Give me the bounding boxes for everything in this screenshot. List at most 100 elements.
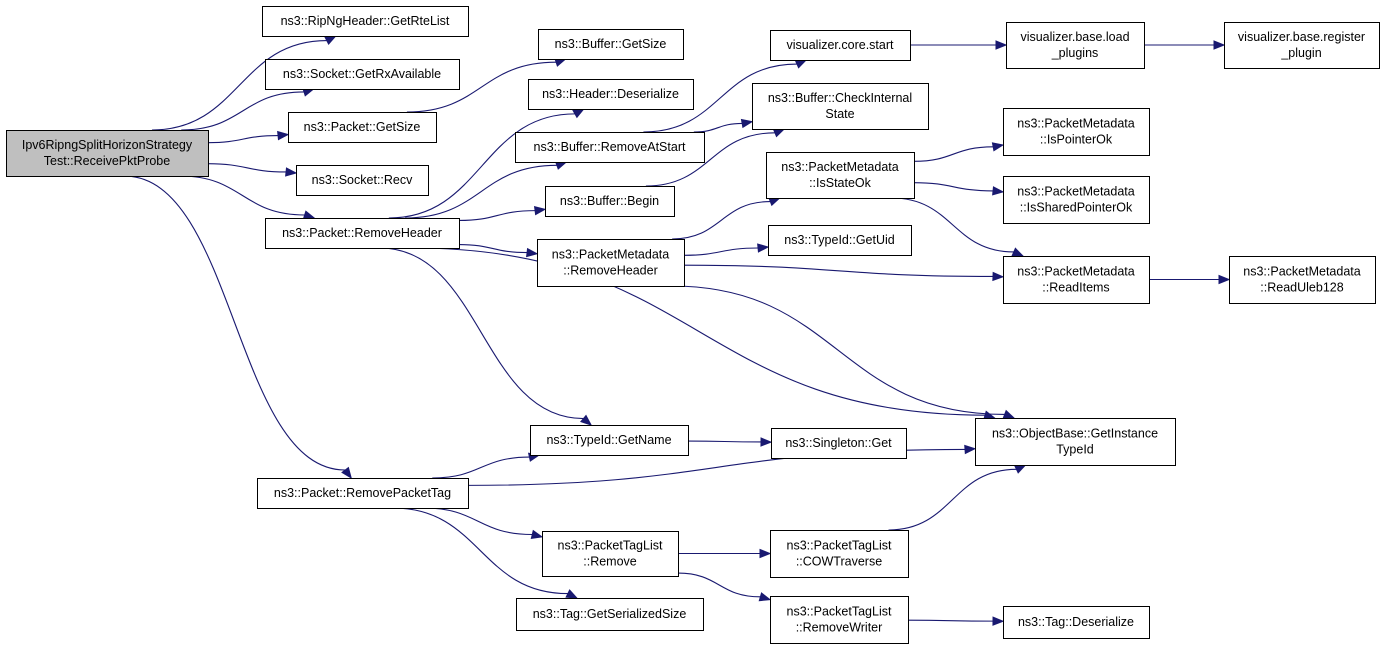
node-label-removePacketTag-0: ns3::Packet::RemovePacketTag xyxy=(274,486,451,500)
node-box-bufCheckInternal[interactable] xyxy=(752,83,929,130)
node-box-tagGetSerSize[interactable] xyxy=(516,598,704,631)
node-box-typeIdGetUid[interactable] xyxy=(768,225,912,256)
arrowhead-typeIdGetName-to-singletonGet xyxy=(760,437,773,447)
node-vizRegisterPlugin[interactable]: visualizer.base.register_plugin xyxy=(1224,22,1380,69)
node-box-getRxAvail[interactable] xyxy=(265,59,460,90)
node-box-getRteList[interactable] xyxy=(262,6,469,37)
node-box-tagDeserialize[interactable] xyxy=(1003,606,1150,639)
node-box-pmReadUleb[interactable] xyxy=(1229,256,1376,304)
node-pmIsSharedPtrOk[interactable]: ns3::PacketMetadata::IsSharedPointerOk xyxy=(1003,176,1150,224)
node-pmIsStateOk[interactable]: ns3::PacketMetadata::IsStateOk xyxy=(766,152,915,199)
node-box-removePacketTag[interactable] xyxy=(257,478,469,509)
arrowhead-pmIsStateOk-to-pmReadItems xyxy=(1011,247,1025,257)
node-label-ptlRemove-1: ::Remove xyxy=(583,555,637,569)
node-box-bufBegin[interactable] xyxy=(545,186,675,217)
arrowhead-ptlRemoveWriter-to-tagDeserialize xyxy=(992,616,1005,626)
node-label-ptlCowTraverse-1: ::COWTraverse xyxy=(796,555,882,569)
node-pmReadItems[interactable]: ns3::PacketMetadata::ReadItems xyxy=(1003,256,1150,304)
node-hdrDeserialize[interactable]: ns3::Header::Deserialize xyxy=(528,79,694,110)
edge-typeIdGetName-to-singletonGet xyxy=(687,440,762,443)
node-ptlCowTraverse[interactable]: ns3::PacketTagList::COWTraverse xyxy=(770,530,909,578)
node-vizCoreStart[interactable]: visualizer.core.start xyxy=(770,30,911,61)
edge-pmRemoveHeader-to-objGetInstTypeId xyxy=(671,285,1005,415)
edge-root-to-getRteList xyxy=(151,40,327,131)
arrowhead-ptlCowTraverse-to-objGetInstTypeId xyxy=(1013,464,1027,474)
arrowhead-root-to-pktGetSize xyxy=(277,130,290,141)
edge-removeHeader-to-hdrDeserialize xyxy=(388,113,575,219)
edge-bufBegin-to-bufCheckInternal xyxy=(645,132,775,187)
node-label-singletonGet-0: ns3::Singleton::Get xyxy=(785,436,892,450)
node-tagGetSerSize[interactable]: ns3::Tag::GetSerializedSize xyxy=(516,598,704,631)
node-box-vizLoadPlugins[interactable] xyxy=(1006,22,1145,69)
node-label-pmIsPointerOk-0: ns3::PacketMetadata xyxy=(1017,117,1134,131)
node-removeHeader[interactable]: ns3::Packet::RemoveHeader xyxy=(265,218,460,249)
node-box-bufRemoveAtStart[interactable] xyxy=(515,132,705,163)
node-label-pmIsStateOk-1: ::IsStateOk xyxy=(809,176,872,190)
arrowhead-root-to-removePacketTag xyxy=(341,466,353,480)
node-box-pmIsSharedPtrOk[interactable] xyxy=(1003,176,1150,224)
node-bufRemoveAtStart[interactable]: ns3::Buffer::RemoveAtStart xyxy=(515,132,705,163)
node-ptlRemoveWriter[interactable]: ns3::PacketTagList::RemoveWriter xyxy=(770,596,909,644)
node-label-bufRemoveAtStart-0: ns3::Buffer::RemoveAtStart xyxy=(534,140,686,154)
node-box-pmRemoveHeader[interactable] xyxy=(537,239,685,287)
arrowhead-pmRemoveHeader-to-objGetInstTypeId xyxy=(1002,409,1016,419)
node-box-singletonGet[interactable] xyxy=(771,428,907,459)
arrowhead-removeHeader-to-hdrDeserialize xyxy=(572,108,585,119)
node-box-ptlRemoveWriter[interactable] xyxy=(770,596,909,644)
node-box-typeIdGetName[interactable] xyxy=(530,425,689,456)
node-removePacketTag[interactable]: ns3::Packet::RemovePacketTag xyxy=(257,478,469,509)
node-typeIdGetName[interactable]: ns3::TypeId::GetName xyxy=(530,425,689,456)
edge-removePacketTag-to-tagGetSerSize xyxy=(393,507,568,595)
arrowhead-removePacketTag-to-tagGetSerSize xyxy=(565,589,579,599)
node-pmReadUleb[interactable]: ns3::PacketMetadata::ReadUleb128 xyxy=(1229,256,1376,304)
node-box-ptlCowTraverse[interactable] xyxy=(770,530,909,578)
node-tagDeserialize[interactable]: ns3::Tag::Deserialize xyxy=(1003,606,1150,639)
node-label-pmReadItems-1: ::ReadItems xyxy=(1042,281,1109,295)
node-pmRemoveHeader[interactable]: ns3::PacketMetadata::RemoveHeader xyxy=(537,239,685,287)
node-box-removeHeader[interactable] xyxy=(265,218,460,249)
node-box-pktGetSize[interactable] xyxy=(288,112,437,143)
node-recv[interactable]: ns3::Socket::Recv xyxy=(296,165,429,196)
node-box-hdrDeserialize[interactable] xyxy=(528,79,694,110)
node-label-pmReadUleb-1: ::ReadUleb128 xyxy=(1260,281,1343,295)
node-box-vizCoreStart[interactable] xyxy=(770,30,911,61)
node-label-tagGetSerSize-0: ns3::Tag::GetSerializedSize xyxy=(533,607,687,621)
node-label-bufCheckInternal-1: State xyxy=(825,107,854,121)
node-label-typeIdGetName-0: ns3::TypeId::GetName xyxy=(546,433,671,447)
node-box-pmReadItems[interactable] xyxy=(1003,256,1150,304)
node-pmIsPointerOk[interactable]: ns3::PacketMetadata::IsPointerOk xyxy=(1003,108,1150,156)
node-bufBegin[interactable]: ns3::Buffer::Begin xyxy=(545,186,675,217)
node-root[interactable]: Ipv6RipngSplitHorizonStrategyTest::Recei… xyxy=(6,130,209,177)
arrowhead-vizLoadPlugins-to-vizRegisterPlugin xyxy=(1213,40,1226,50)
node-ptlRemove[interactable]: ns3::PacketTagList::Remove xyxy=(542,531,679,577)
node-box-root[interactable] xyxy=(6,130,209,177)
node-label-pktGetSize-0: ns3::Packet::GetSize xyxy=(304,120,421,134)
node-pktGetSize[interactable]: ns3::Packet::GetSize xyxy=(288,112,437,143)
edge-ptlCowTraverse-to-objGetInstTypeId xyxy=(888,468,1017,531)
node-bufGetSize[interactable]: ns3::Buffer::GetSize xyxy=(538,29,684,60)
node-getRteList[interactable]: ns3::RipNgHeader::GetRteList xyxy=(262,6,469,37)
node-vizLoadPlugins[interactable]: visualizer.base.load_plugins xyxy=(1006,22,1145,69)
node-box-bufGetSize[interactable] xyxy=(538,29,684,60)
node-typeIdGetUid[interactable]: ns3::TypeId::GetUid xyxy=(768,225,912,256)
arrowhead-pmReadItems-to-pmReadUleb xyxy=(1218,274,1231,285)
arrowhead-removeHeader-to-objGetInstTypeId xyxy=(983,410,996,420)
edge-removeHeader-to-objGetInstTypeId xyxy=(413,247,986,416)
node-singletonGet[interactable]: ns3::Singleton::Get xyxy=(771,428,907,459)
arrowhead-removePacketTag-to-ptlRemove xyxy=(530,529,544,539)
arrowhead-root-to-recv xyxy=(285,167,298,177)
edge-root-to-getRxAvail xyxy=(181,91,305,131)
node-box-objGetInstTypeId[interactable] xyxy=(975,418,1176,466)
node-box-ptlRemove[interactable] xyxy=(542,531,679,577)
node-box-recv[interactable] xyxy=(296,165,429,196)
node-getRxAvail[interactable]: ns3::Socket::GetRxAvailable xyxy=(265,59,460,90)
node-label-pmIsPointerOk-1: ::IsPointerOk xyxy=(1040,133,1113,147)
edge-removeHeader-to-pmRemoveHeader xyxy=(458,243,528,254)
node-box-pmIsStateOk[interactable] xyxy=(766,152,915,199)
node-box-vizRegisterPlugin[interactable] xyxy=(1224,22,1380,69)
node-label-objGetInstTypeId-1: TypeId xyxy=(1056,443,1094,457)
node-box-pmIsPointerOk[interactable] xyxy=(1003,108,1150,156)
